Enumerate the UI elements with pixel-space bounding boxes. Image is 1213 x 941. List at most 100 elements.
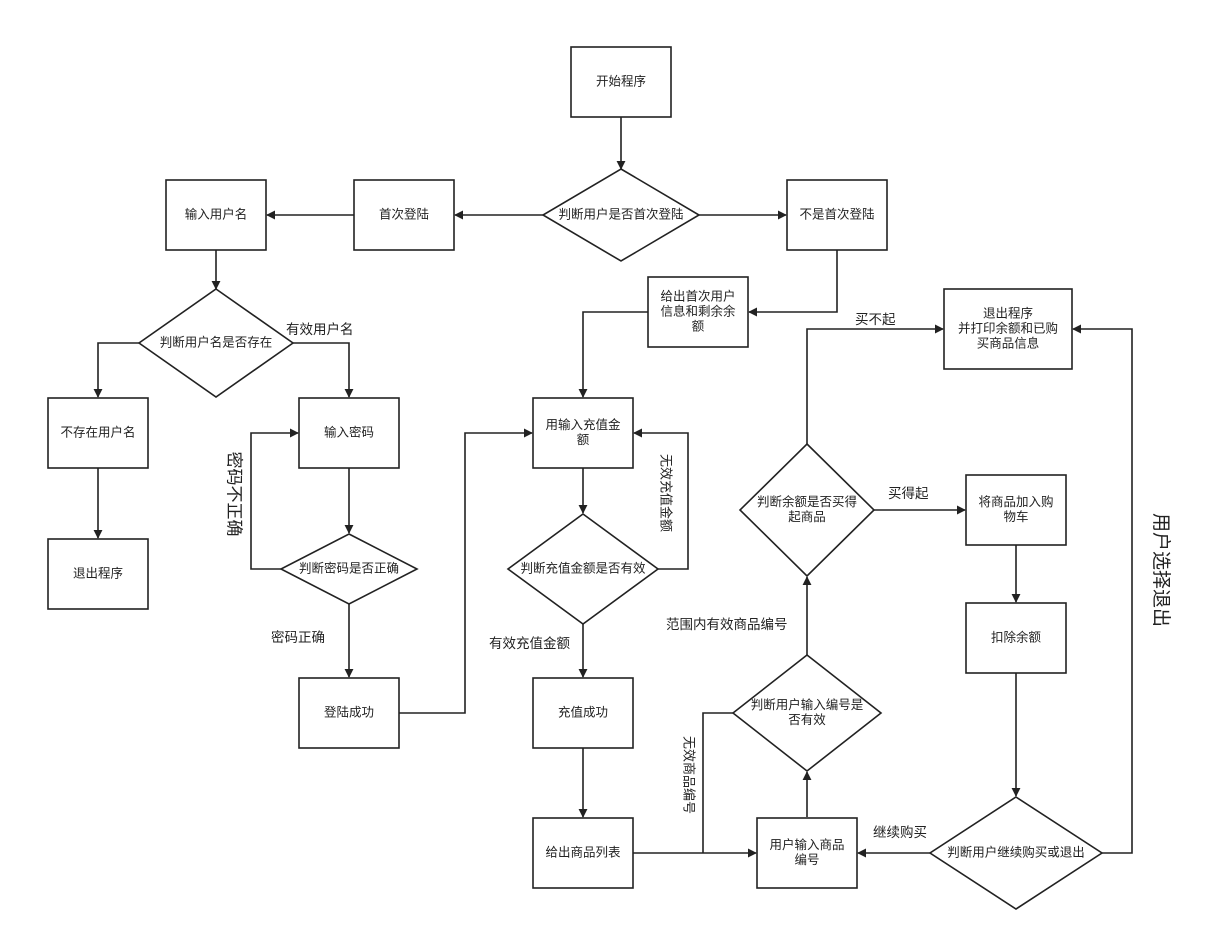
node-label: 物车 [1003,509,1028,524]
edge-label-password-correct: 密码正确 [271,629,325,645]
process-box [532,677,634,749]
node-label: 判断用户输入编号是 [751,697,864,712]
edge-label-user-exit: 用户选择退出 [1150,513,1172,627]
node-login-success: 登陆成功 [298,677,400,749]
node-label: 扣除余额 [991,629,1042,644]
edge-label-cannot-afford: 买不起 [855,312,896,327]
node-label: 输入密码 [324,424,374,439]
node-label: 额 [577,433,590,447]
edge-not-first-to-user-info [748,250,838,317]
node-label: 并打印余额和已购 [958,320,1058,335]
process-box [298,677,400,749]
node-label: 判断余额是否买得 [757,494,857,509]
node-label: 退出程序 [73,565,123,580]
decision-diamond [541,168,701,262]
process-box [165,179,267,251]
decision-diamond [731,653,883,773]
process-box [786,179,888,251]
edge-label-can-afford: 买得起 [888,485,929,501]
node-label: 不是首次登陆 [799,206,874,221]
node-first-login: 首次登陆 [353,179,455,251]
decision-diamond [738,442,876,578]
edge-label-valid-username: 有效用户名 [286,321,354,337]
node-check-password: 判断密码是否正确 [279,533,419,605]
process-box [943,288,1073,370]
node-label: 给出首次用户 [660,288,735,303]
edges-layer [93,117,1133,858]
node-label: 判断用户继续购买或退出 [947,844,1085,859]
edge-labels-layer: 有效用户名密码正确有效充值金额范围内有效商品编号买不起买得起继续购买密码不正确无… [225,312,1172,840]
process-box [965,602,1067,674]
edge-wrong-password-loop [250,428,299,570]
node-label: 买商品信息 [977,335,1040,350]
decision-diamond [137,288,295,398]
edge-invalid-recharge-loop [633,428,689,570]
edge-invalid-product-no [702,712,733,853]
node-check-first-login: 判断用户是否首次登陆 [541,168,701,262]
node-check-continue: 判断用户继续购买或退出 [928,796,1104,910]
node-label: 开始程序 [596,73,646,88]
edge-label-valid-recharge: 有效充值金额 [489,636,570,651]
node-label: 给出商品列表 [545,844,621,859]
node-label: 否有效 [788,712,826,727]
edge-user-info-to-recharge [578,311,648,398]
node-label: 判断密码是否正确 [299,560,399,575]
decision-diamond [506,513,660,625]
process-box [298,397,400,469]
node-label: 额 [692,319,705,333]
node-label: 判断用户名是否存在 [160,334,273,349]
process-box [647,276,749,348]
process-box [47,397,149,469]
node-label: 信息和剩余余 [660,303,736,318]
edge-label-valid-product-no: 范围内有效商品编号 [666,617,788,632]
node-label: 判断用户是否首次登陆 [558,206,683,221]
node-label: 用户输入商品 [769,837,844,852]
node-start: 开始程序 [570,46,672,118]
edge-label-wrong-password: 密码不正确 [225,452,244,537]
node-label: 用输入充值金 [545,417,621,432]
node-label: 输入用户名 [185,206,248,221]
node-recharge-success: 充值成功 [532,677,634,749]
process-box [570,46,672,118]
node-label: 首次登陆 [379,206,429,221]
node-check-recharge: 判断充值金额是否有效 [506,513,660,625]
edge-label-invalid-recharge: 无效充值金额 [659,454,674,532]
process-box [532,397,634,469]
node-exit-left: 退出程序 [47,538,149,610]
node-check-username: 判断用户名是否存在 [137,288,295,398]
node-input-password: 输入密码 [298,397,400,469]
node-label: 充值成功 [558,704,608,719]
node-show-products: 给出商品列表 [532,817,634,889]
decision-diamond [279,533,419,605]
edge-success-to-recharge [399,428,533,714]
process-box [353,179,455,251]
node-not-first-login: 不是首次登陆 [786,179,888,251]
edge-check-username-to-not-exist [93,342,139,398]
node-label: 登陆成功 [324,704,374,719]
edge-cannot-afford-to-exit [806,324,944,444]
node-label: 起商品 [788,509,826,524]
process-box [532,817,634,889]
node-label: 将商品加入购 [978,494,1053,509]
node-input-username: 输入用户名 [165,179,267,251]
edge-user-exit-to-exit [1072,324,1133,854]
process-box [756,817,858,889]
edge-label-invalid-product-no: 无效商品编号 [682,736,697,814]
node-label: 判断充值金额是否有效 [520,560,646,575]
node-label: 编号 [794,852,819,867]
node-label: 不存在用户名 [60,424,135,439]
edge-check-username-to-password [293,342,354,398]
node-label: 退出程序 [983,305,1033,320]
edge-label-continue-buy: 继续购买 [873,825,927,840]
node-user-not-exist: 不存在用户名 [47,397,149,469]
node-deduct-balance: 扣除余额 [965,602,1067,674]
